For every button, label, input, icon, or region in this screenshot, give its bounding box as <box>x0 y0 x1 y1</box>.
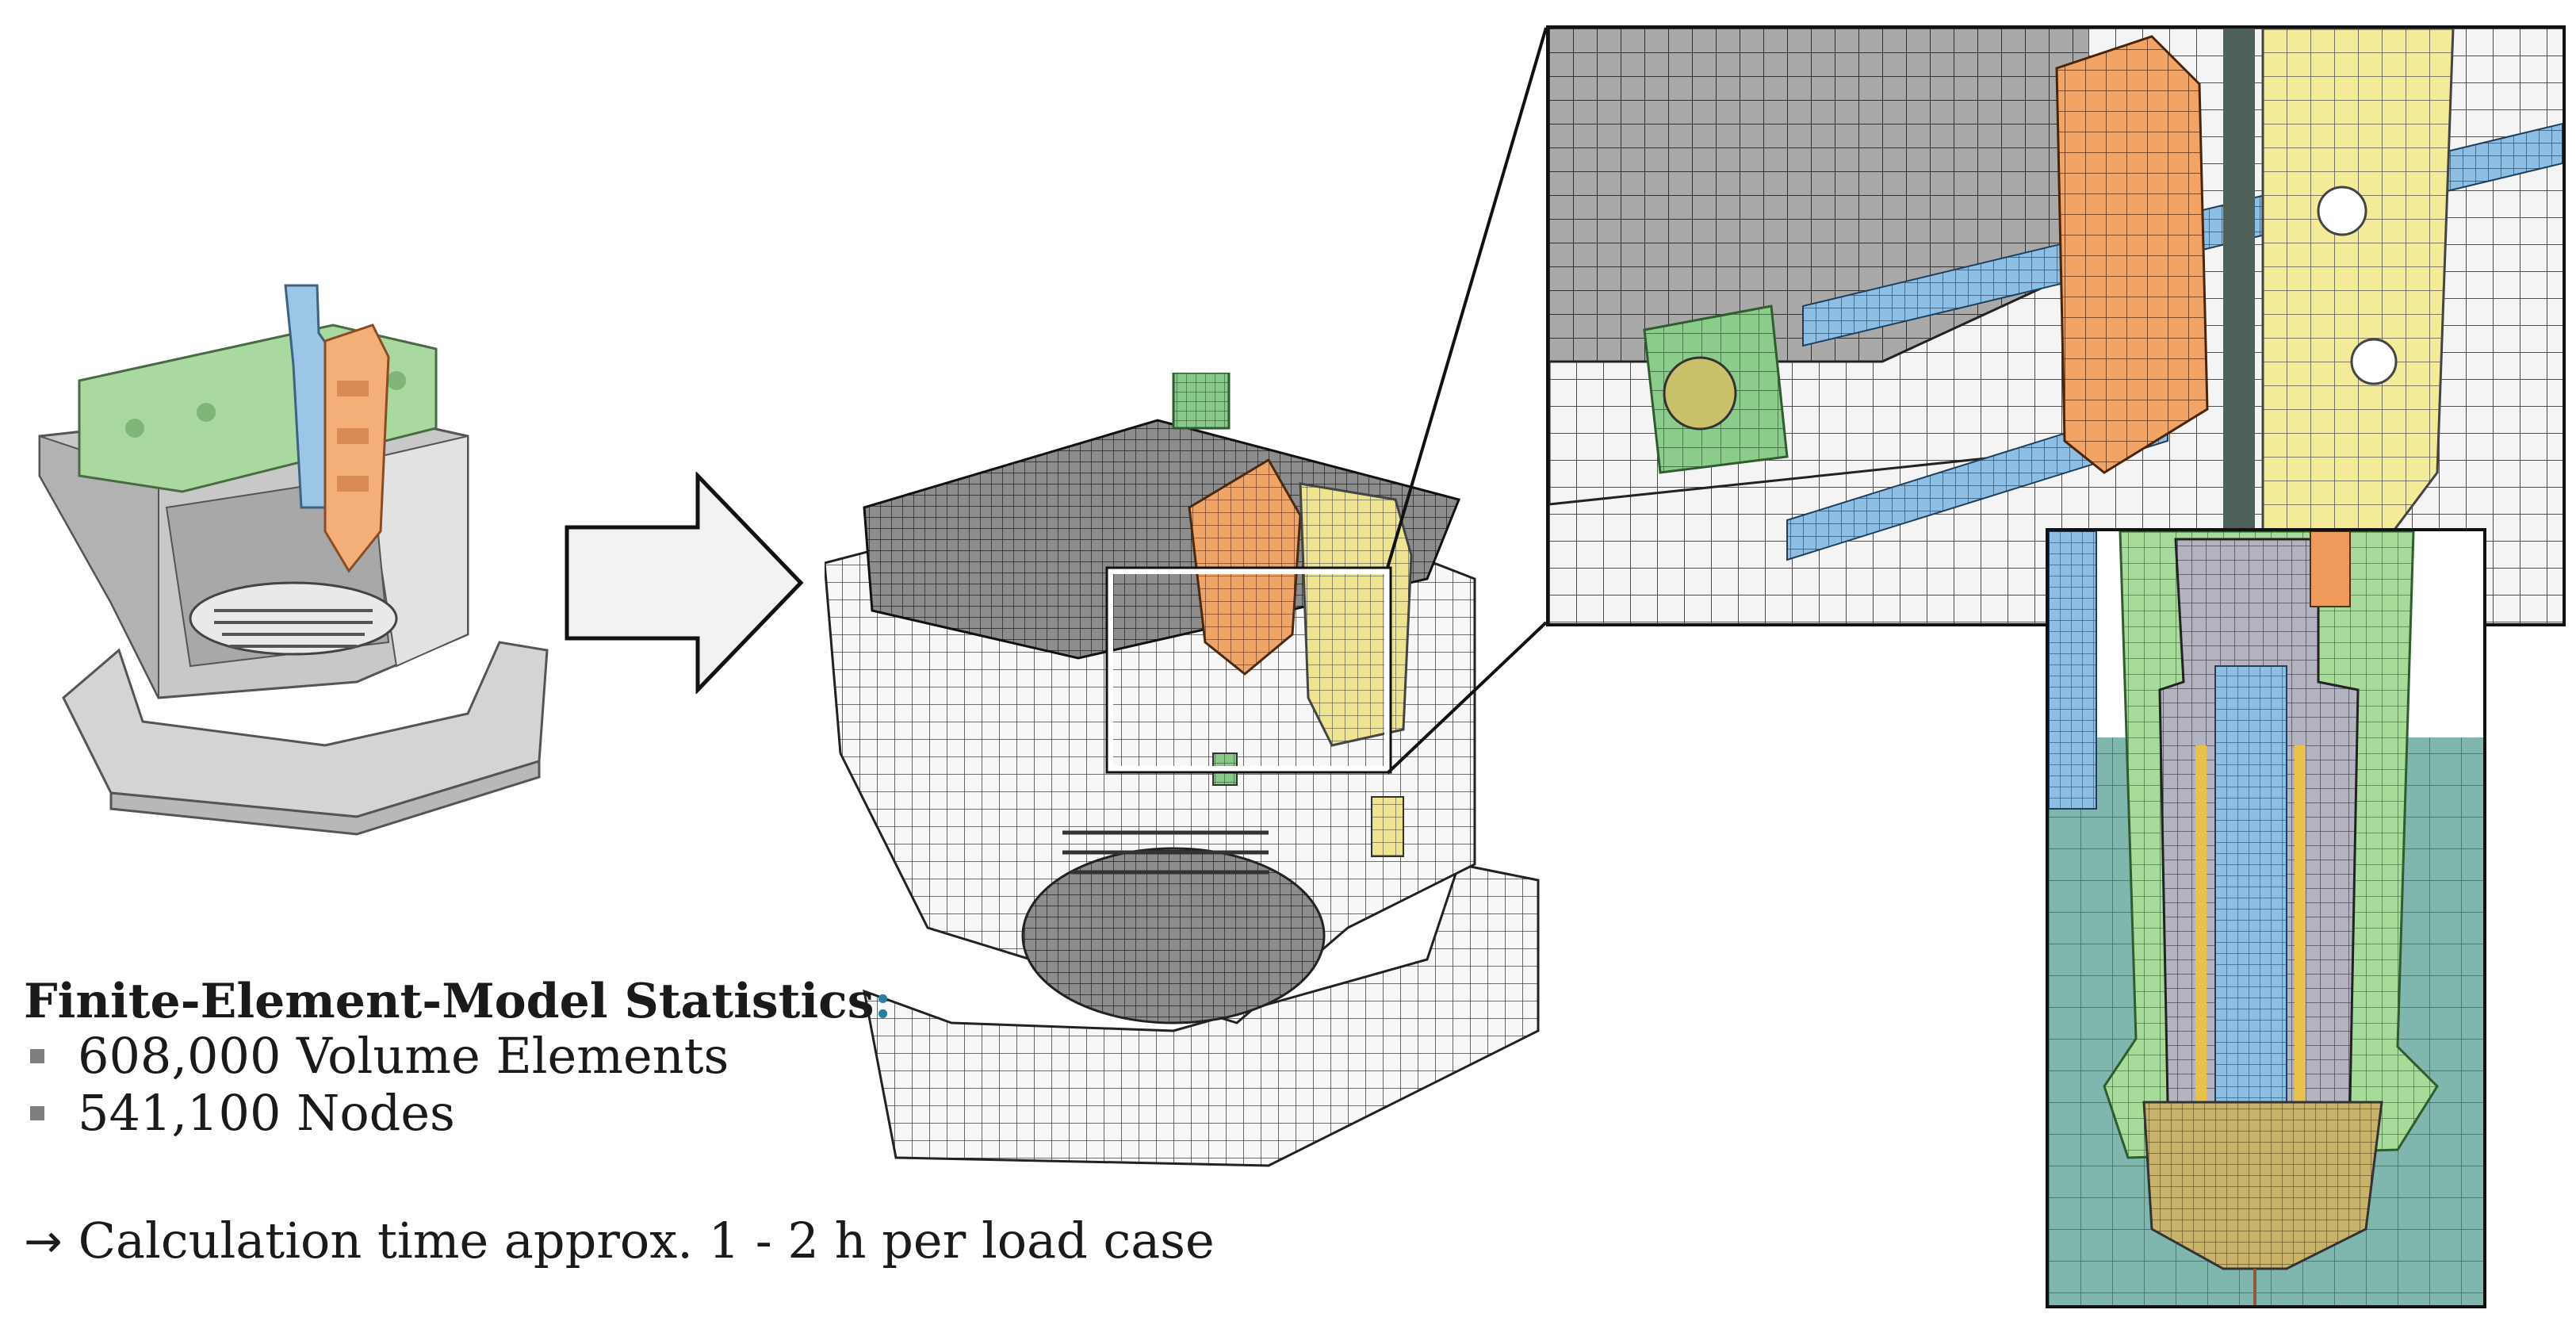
stats-title-colon: : <box>874 974 892 1029</box>
stat-item-nodes: 541,100 Nodes <box>24 1085 1134 1142</box>
mesh-detail-zoom-panel <box>1546 25 2566 626</box>
cad-model-render <box>24 270 579 841</box>
fe-statistics-block: Finite-Element-Model Statistics: 608,000… <box>24 975 1134 1142</box>
block-arrow-right-icon <box>563 472 809 694</box>
spindle-section-panel <box>2046 528 2486 1308</box>
stats-title: Finite-Element-Model Statistics: <box>24 975 1134 1028</box>
stat-item-text: 608,000 Volume Elements <box>78 1027 729 1085</box>
stat-item-text: 541,100 Nodes <box>78 1084 455 1142</box>
stats-title-text: Finite-Element-Model Statistics <box>24 974 875 1029</box>
stat-item-volume-elements: 608,000 Volume Elements <box>24 1028 1134 1085</box>
right-arrow-icon: → <box>24 1213 63 1268</box>
square-bullet-icon <box>30 1049 44 1063</box>
square-bullet-icon <box>30 1106 44 1120</box>
fe-mesh-model <box>825 373 1617 1174</box>
calculation-time-note: → Calculation time approx. 1 - 2 h per l… <box>24 1212 1215 1269</box>
calculation-time-text: Calculation time approx. 1 - 2 h per loa… <box>78 1212 1215 1269</box>
